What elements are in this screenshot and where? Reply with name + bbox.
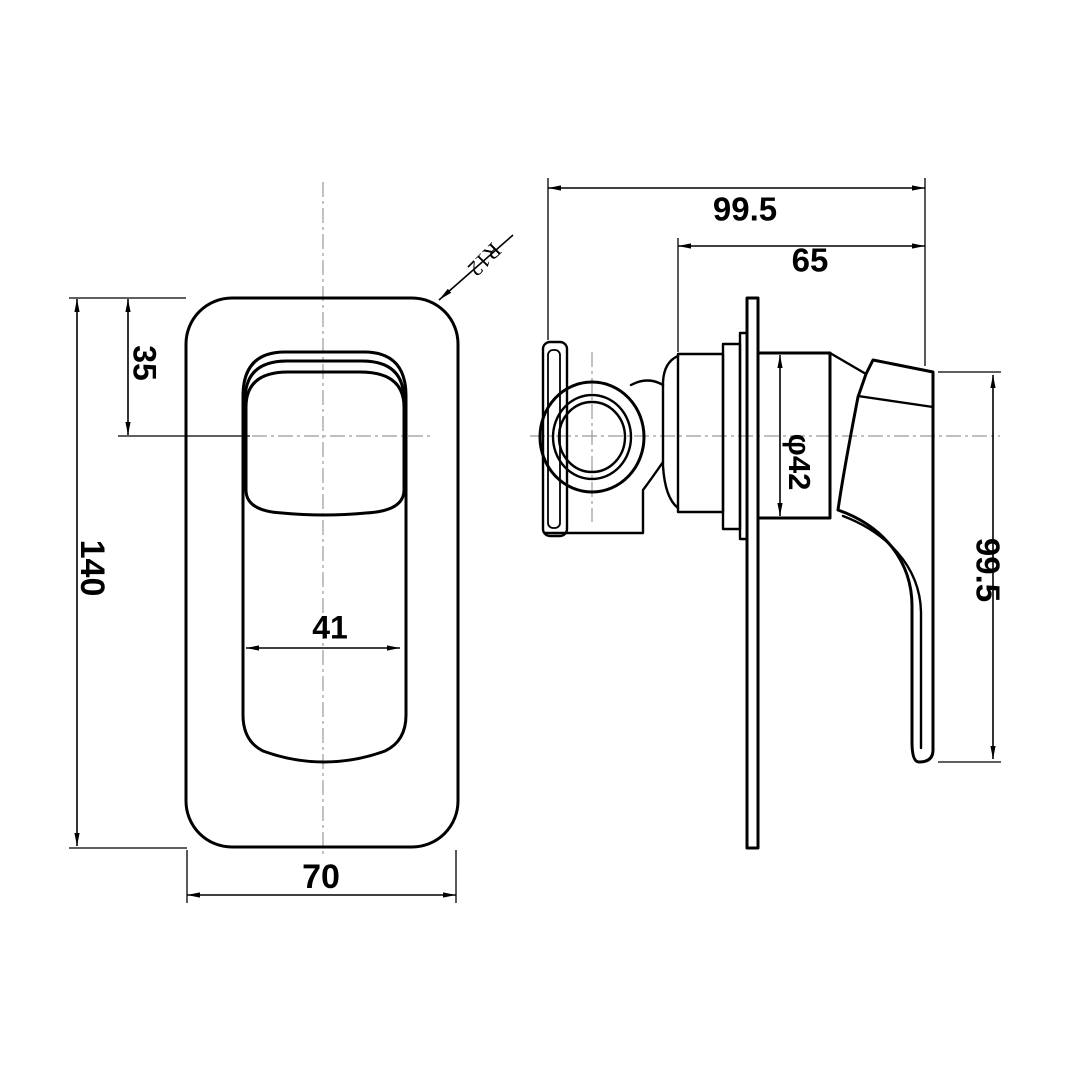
arrow-left-icon [187, 892, 200, 898]
dim-handle-drop: 99.5 [969, 538, 1006, 602]
arrow-left-icon [246, 645, 259, 651]
arrow-up-icon [74, 299, 80, 312]
dim-overall-depth: 99.5 [713, 191, 777, 228]
dim-plate-height: 140 [73, 540, 111, 597]
dim-cartridge-diameter: φ42 [782, 434, 817, 491]
dim-corner-radius: R12 [463, 238, 507, 282]
arrow-right-icon [443, 892, 456, 898]
side-neck-bottom-join [641, 460, 665, 492]
arrow-right-icon [912, 243, 925, 249]
side-handle-inner-edge [841, 514, 923, 750]
arrow-right-icon [912, 185, 925, 191]
arrow-down-icon [125, 422, 131, 435]
side-inlet-port-outer [538, 380, 646, 494]
dimensions: 140 35 41 70 R12 99.5 65 [69, 178, 1006, 903]
front-plate-outline [184, 296, 460, 849]
side-handle-chamfer [828, 351, 868, 376]
front-lever-knob [244, 370, 406, 517]
side-view [538, 296, 935, 850]
side-inlet-port-inner [557, 400, 627, 474]
arrow-left-icon [548, 185, 561, 191]
side-inlet-port-ring [551, 393, 633, 481]
side-handle-outline [836, 358, 935, 764]
side-cartridge-barrel [756, 351, 832, 520]
front-lever-mid-arc [243, 359, 406, 416]
leader-corner-radius [438, 234, 514, 301]
arrow-up-icon [777, 355, 783, 368]
side-handle-crease [856, 394, 935, 409]
arrow-down-icon [990, 746, 996, 759]
side-base-block [543, 489, 645, 535]
front-lever-slot [241, 350, 408, 764]
side-neck-profile [661, 354, 680, 510]
arrow-up-icon [990, 375, 996, 388]
dim-lever-center-offset: 35 [127, 345, 163, 381]
side-wall-plate [745, 296, 760, 850]
arrow-leader-icon [439, 288, 452, 300]
dim-slot-width: 41 [312, 609, 348, 645]
arrow-down-icon [74, 833, 80, 846]
side-cartridge-housing [676, 352, 725, 514]
side-mounting-bracket [541, 340, 569, 538]
arrow-down-icon [777, 503, 783, 516]
front-view [184, 296, 460, 849]
side-neck-top-join [629, 379, 665, 387]
arrow-up-icon [125, 299, 131, 312]
centerlines [252, 182, 1000, 857]
dim-front-projection: 65 [792, 242, 829, 279]
arrow-right-icon [387, 645, 400, 651]
dim-plate-width: 70 [302, 858, 340, 896]
arrow-left-icon [678, 243, 691, 249]
